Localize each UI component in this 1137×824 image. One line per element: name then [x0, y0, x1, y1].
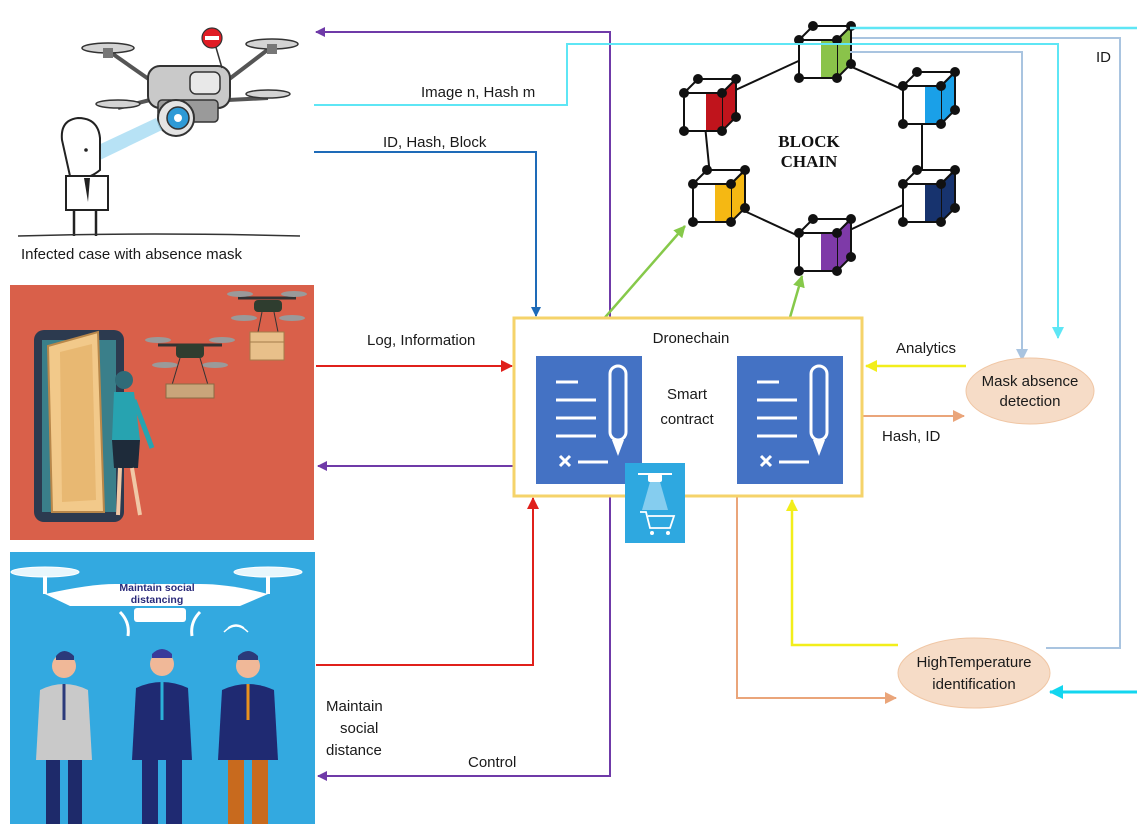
- high-temperature-identification-node: HighTemperature identification: [897, 637, 1051, 709]
- node-dot: [726, 217, 736, 227]
- node-dot: [898, 217, 908, 227]
- temp-node-line1: HighTemperature: [916, 654, 1031, 671]
- blue-arrow-id-hash-block: [314, 151, 541, 317]
- poster-title-line1: Maintain social: [119, 582, 194, 594]
- node-dot: [794, 35, 804, 45]
- node-dot: [832, 35, 842, 45]
- node-dot: [726, 179, 736, 189]
- node-dot: [794, 266, 804, 276]
- node-dot: [950, 165, 960, 175]
- mask-absence-detection-node: Mask absence detection: [965, 357, 1095, 425]
- node-dot: [950, 203, 960, 213]
- node-dot: [846, 21, 856, 31]
- mask-node-line1: Mask absence: [982, 373, 1079, 390]
- node-dot: [936, 179, 946, 189]
- block-cube-icon: [794, 214, 856, 276]
- node-dot: [717, 88, 727, 98]
- node-dot: [740, 165, 750, 175]
- connectors: [314, 26, 1137, 781]
- social-distancing-poster: Maintain social distancing: [10, 552, 315, 824]
- node-dot: [832, 73, 842, 83]
- block-cube-icon: [679, 74, 741, 136]
- node-dot: [936, 217, 946, 227]
- label-hash-id: Hash, ID: [882, 428, 941, 445]
- mask-node-line2: detection: [1000, 393, 1061, 410]
- node-dot: [832, 266, 842, 276]
- node-dot: [688, 179, 698, 189]
- label-maintain-2: social: [340, 720, 378, 737]
- label-control: Control: [468, 754, 516, 771]
- node-dot: [846, 59, 856, 69]
- smart-contract-label-line2: contract: [660, 411, 714, 428]
- node-dot: [950, 67, 960, 77]
- purple-arrow-control: [317, 496, 611, 781]
- node-dot: [702, 165, 712, 175]
- blockchain-title-line1: BLOCK: [778, 132, 840, 151]
- lightblue-arrow-mask: [850, 51, 1028, 361]
- smart-contract-document-icon: [737, 356, 843, 484]
- purple-arrow-to-drone: [315, 27, 611, 318]
- smart-contract-document-icon: [536, 356, 642, 484]
- node-dot: [679, 126, 689, 136]
- label-maintain-1: Maintain: [326, 698, 383, 715]
- block-cube-icon: [898, 165, 960, 227]
- node-dot: [808, 214, 818, 224]
- node-dot: [936, 119, 946, 129]
- red-arrow-poster: [316, 497, 539, 666]
- smart-contract-label-line1: Smart: [667, 386, 708, 403]
- node-dot: [688, 217, 698, 227]
- label-id-hash-block: ID, Hash, Block: [383, 134, 487, 151]
- blockchain-title-line2: CHAIN: [781, 152, 838, 171]
- block-cube-icon: [688, 165, 750, 227]
- label-image-hash: Image n, Hash m: [421, 84, 535, 101]
- node-dot: [898, 81, 908, 91]
- dronechain-box: Dronechain Smart contract: [512, 316, 864, 543]
- drone-shopping-cart-icon: [625, 463, 685, 543]
- delivery-illustration-panel: [10, 285, 314, 540]
- label-maintain-3: distance: [326, 742, 382, 759]
- cyan-line-image-hash: [314, 43, 1064, 339]
- node-dot: [693, 74, 703, 84]
- block-cube-icon: [794, 21, 856, 83]
- temp-node-line2: identification: [932, 676, 1015, 693]
- node-dot: [731, 112, 741, 122]
- delivery-drone-icon: [145, 337, 235, 399]
- node-dot: [898, 119, 908, 129]
- node-dot: [950, 105, 960, 115]
- label-id: ID: [1096, 49, 1111, 66]
- node-dot: [794, 228, 804, 238]
- node-dot: [912, 67, 922, 77]
- node-dot: [936, 81, 946, 91]
- node-dot: [740, 203, 750, 213]
- block-cube-icon: [898, 67, 960, 129]
- node-dot: [794, 73, 804, 83]
- yellow-arrow-temp: [786, 499, 898, 647]
- node-dot: [717, 126, 727, 136]
- label-log-information: Log, Information: [367, 332, 475, 349]
- delivery-drone-icon: [227, 291, 307, 361]
- node-dot: [679, 88, 689, 98]
- lightblue-line-id: [852, 37, 1121, 649]
- node-dot: [808, 21, 818, 31]
- node-dot: [731, 74, 741, 84]
- label-analytics: Analytics: [896, 340, 956, 357]
- dronechain-title: Dronechain: [653, 330, 730, 347]
- node-dot: [898, 179, 908, 189]
- poster-title-line2: distancing: [131, 594, 184, 606]
- node-dot: [846, 252, 856, 262]
- infected-case-caption: Infected case with absence mask: [21, 246, 242, 263]
- node-dot: [912, 165, 922, 175]
- node-dot: [846, 214, 856, 224]
- salmon-arrow-temp: [736, 496, 897, 704]
- node-dot: [832, 228, 842, 238]
- drone-surveillance-illustration: [17, 27, 301, 237]
- blockchain-ring: [679, 21, 960, 276]
